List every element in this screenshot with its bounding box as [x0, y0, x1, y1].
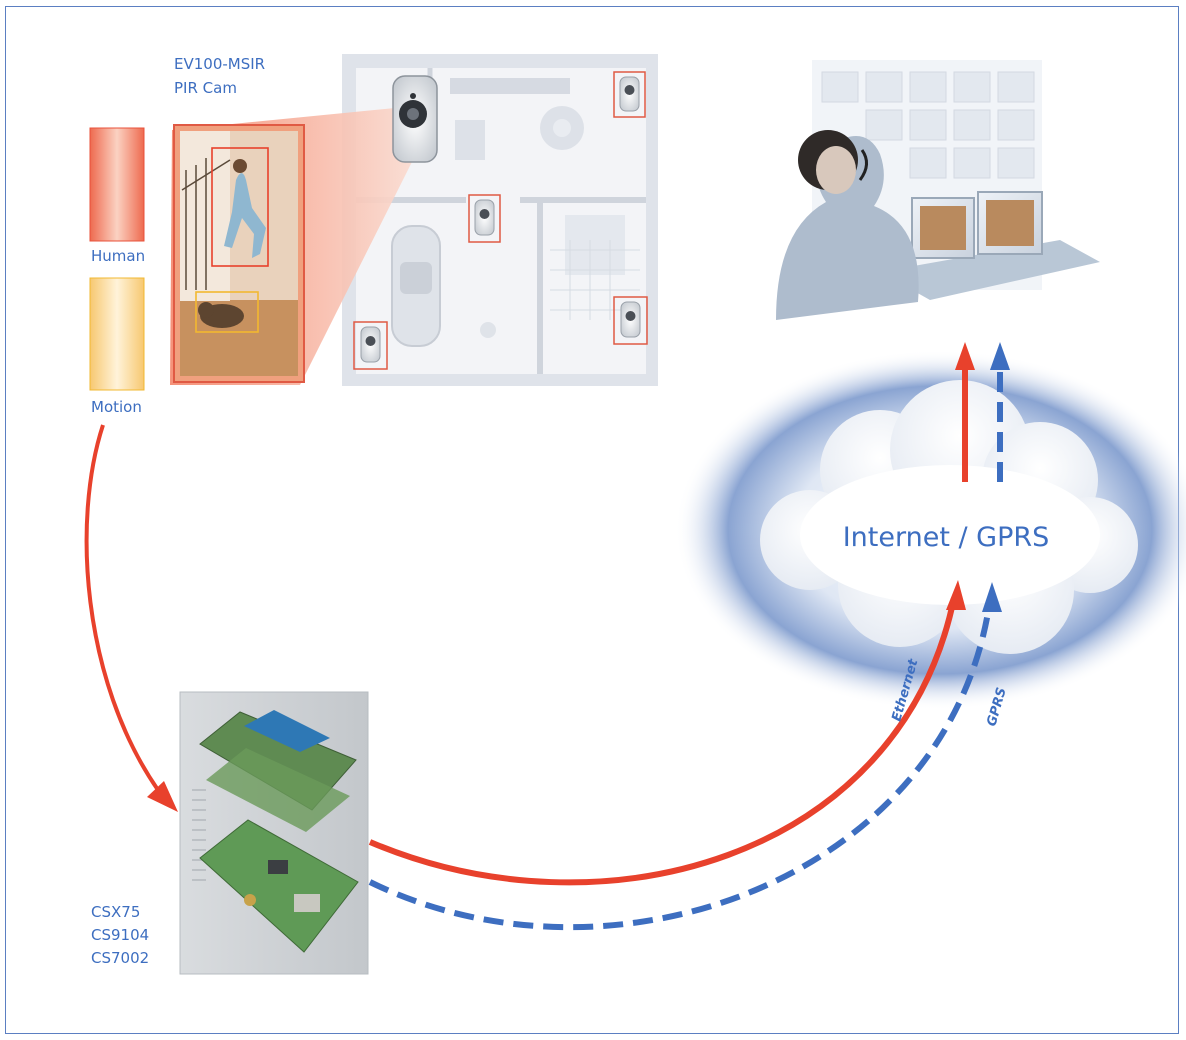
sensor-to-panel-arrowhead [147, 781, 178, 812]
human-indicator [89, 127, 145, 242]
ethernet-path [368, 597, 957, 886]
camera-view-photo [173, 124, 305, 383]
plan-sensor-middle [468, 194, 501, 243]
panel-model-2: CS9104 [91, 926, 150, 944]
monitoring-station-illustration [776, 60, 1100, 320]
cloud-label: Internet / GPRS [843, 522, 1050, 553]
gprs-arrowhead [982, 582, 1002, 612]
human-label: Human [91, 247, 146, 265]
panel-model-3: CS7002 [91, 949, 150, 967]
pir-camera-device [392, 75, 438, 163]
gprs-path [368, 599, 993, 931]
sensor-to-panel-arrow [84, 424, 160, 792]
alarm-panel-device [179, 691, 369, 975]
ethernet-arrowhead [946, 580, 966, 610]
motion-indicator [89, 277, 145, 391]
camera-type-label: PIR Cam [174, 79, 237, 97]
motion-label: Motion [91, 398, 142, 416]
plan-sensor-top-right [613, 71, 646, 118]
human-detection-box [211, 147, 269, 267]
panel-model-1: CSX75 [91, 903, 141, 921]
camera-model-label: EV100-MSIR [174, 55, 266, 73]
motion-detection-box [195, 291, 259, 333]
cloud-to-station-ethernet-arrowhead [955, 342, 975, 370]
internet-cloud [675, 350, 1186, 710]
plan-sensor-bottom-right [613, 296, 648, 345]
plan-sensor-bottom-left [353, 321, 388, 370]
cloud-to-station-gprs-arrowhead [990, 342, 1010, 370]
